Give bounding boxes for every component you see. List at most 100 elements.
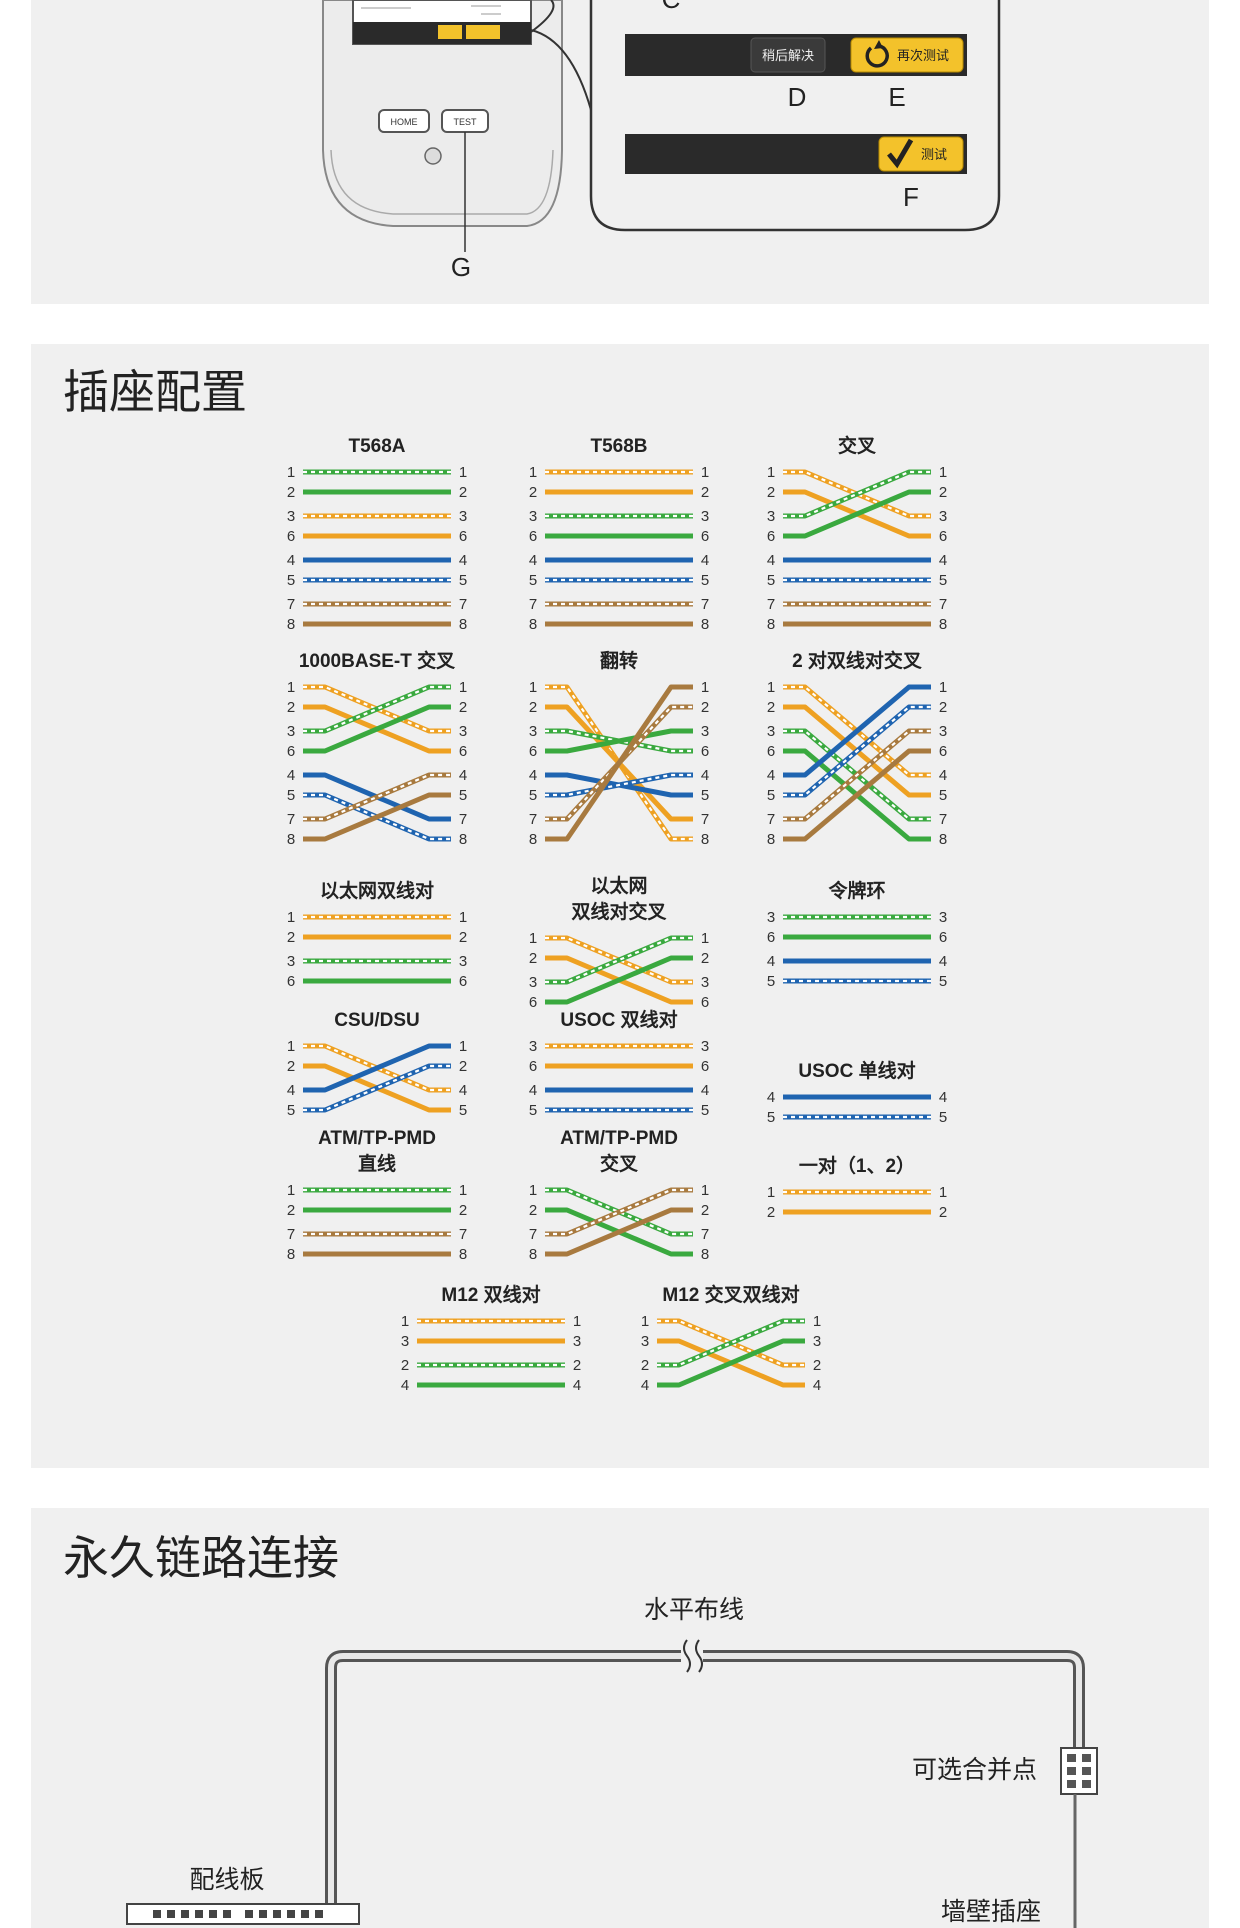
wiring-section-title: 插座配置 [63, 365, 247, 419]
pin-label-left: 5 [287, 1102, 295, 1119]
wire-stripe [545, 773, 693, 797]
pin-label-left: 2 [287, 484, 295, 501]
home-button-label: HOME [391, 117, 418, 127]
pin-label-left: 8 [287, 831, 295, 848]
pin-label-left: 3 [529, 508, 537, 525]
pin-label-left: 5 [767, 1109, 775, 1126]
pin-label-right: 1 [939, 679, 947, 696]
horizontal-cabling-label: 水平布线 [644, 1595, 744, 1624]
pin-label-right: 6 [939, 528, 947, 545]
consolidation-point-label: 可选合并点 [912, 1755, 1037, 1784]
wiring-diagrams: T568A1236457812364578T568B12364578123645… [287, 434, 947, 1394]
wiring-diagram-title: 2 对双线对交叉 [792, 649, 923, 672]
pin-label-left: 3 [401, 1333, 409, 1350]
pin-label-left: 1 [287, 464, 295, 481]
pin-label-left: 3 [529, 974, 537, 991]
pin-label-left: 4 [767, 767, 775, 784]
pin-label-right: 6 [459, 528, 467, 545]
pin-label-left: 2 [401, 1357, 409, 1374]
pin-label-right: 2 [813, 1357, 821, 1374]
resolve-later-label: 稍后解决 [762, 49, 814, 64]
pin-label-right: 8 [459, 831, 467, 848]
pin-label-right: 4 [459, 767, 467, 784]
wire-green [657, 1338, 805, 1388]
retest-label: 再次测试 [897, 48, 949, 64]
pin-label-right: 7 [701, 596, 709, 613]
power-button[interactable] [424, 147, 442, 165]
resolve-later-button[interactable] [750, 37, 826, 73]
pin-label-left: 5 [529, 572, 537, 589]
link-section-title: 永久链路连接 [63, 1531, 339, 1585]
wire-brown [783, 748, 931, 842]
pin-label-left: 3 [767, 909, 775, 926]
pin-label-left: 3 [287, 723, 295, 740]
pin-label-left: 1 [767, 464, 775, 481]
pin-label-right: 3 [459, 508, 467, 525]
wire-stripe [657, 1319, 805, 1367]
pin-label-left: 1 [287, 1182, 295, 1199]
pin-label-right: 4 [459, 552, 467, 569]
pin-label-right: 8 [459, 1246, 467, 1263]
pin-label-right: 5 [939, 572, 947, 589]
pin-label-right: 5 [459, 572, 467, 589]
wiring-diagram-title: 一对（1、2） [799, 1154, 915, 1177]
pin-label-right: 2 [701, 484, 709, 501]
permanent-link-diagram: 水平布线 可选合并点 墙壁插座 配线板 [126, 1595, 1098, 1928]
pin-label-right: 6 [939, 743, 947, 760]
pin-label-right: 2 [701, 699, 709, 716]
pin-label-left: 4 [641, 1377, 649, 1394]
wire-stripe [303, 1064, 451, 1112]
cable-break-icon [683, 1639, 703, 1673]
pin-label-right: 7 [459, 1226, 467, 1243]
pin-label-right: 4 [939, 1089, 947, 1106]
pin-label-right: 1 [939, 464, 947, 481]
wiring-diagram-title: 交叉 [600, 1152, 639, 1175]
pin-label-right: 5 [939, 1109, 947, 1126]
pin-label-right: 1 [459, 679, 467, 696]
pin-label-right: 7 [459, 596, 467, 613]
pin-label-right: 3 [459, 953, 467, 970]
pin-label-right: 8 [701, 1246, 709, 1263]
pin-label-right: 6 [459, 743, 467, 760]
wiring-diagram-title: 翻转 [600, 649, 638, 672]
pin-label-left: 1 [287, 1038, 295, 1055]
pin-label-right: 1 [459, 1182, 467, 1199]
pin-label-left: 7 [767, 811, 775, 828]
wiring-diagram-title: 以太网双线对 [320, 879, 434, 902]
pin-label-left: 3 [641, 1333, 649, 1350]
pin-label-right: 4 [701, 1082, 709, 1099]
pin-label-left: 6 [529, 994, 537, 1011]
pin-label-right: 4 [701, 767, 709, 784]
pin-label-right: 1 [573, 1313, 581, 1330]
pin-label-right: 7 [701, 1226, 709, 1243]
wiring-diagram-title: M12 双线对 [441, 1283, 540, 1306]
pin-label-right: 2 [573, 1357, 581, 1374]
pin-label-left: 8 [529, 1246, 537, 1263]
pin-label-left: 7 [529, 811, 537, 828]
wire-green [545, 728, 693, 754]
wire-stripe [303, 685, 451, 733]
pin-label-left: 2 [287, 1202, 295, 1219]
home-button[interactable] [378, 109, 430, 133]
pin-label-left: 2 [767, 699, 775, 716]
pin-label-left: 4 [529, 1082, 537, 1099]
pin-label-left: 6 [529, 743, 537, 760]
pin-label-left: 1 [287, 909, 295, 926]
wire-stripe [545, 1188, 693, 1236]
pin-label-left: 2 [641, 1357, 649, 1374]
pin-label-right: 1 [701, 1182, 709, 1199]
patch-panel-icon [126, 1903, 360, 1925]
retest-icon [865, 40, 889, 68]
pin-label-right: 8 [459, 616, 467, 633]
wire-stripe [657, 1319, 805, 1367]
